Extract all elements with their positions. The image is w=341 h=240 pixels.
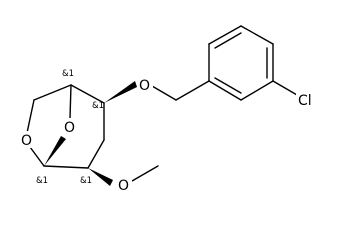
atom-o-bridge: O: [64, 120, 75, 136]
atom-o-ring: O: [21, 133, 32, 149]
bond-aryl-cl: [272, 80, 298, 96]
stereo-wedges: [44, 81, 137, 186]
aromatic-double-bond: [214, 77, 242, 94]
bond-lines: [26, 80, 210, 182]
stereo-label-c1: &1: [36, 176, 48, 186]
wedge-c2-o-methoxy: [88, 168, 113, 186]
atom-cl: Cl: [298, 93, 312, 109]
bond-c2-c1: [43, 165, 89, 169]
bond-ch2-c5: [33, 84, 72, 101]
atom-labels: O O O O Cl: [19, 76, 318, 194]
bond-o-ring-ch2: [26, 99, 35, 134]
stereo-labels: &1 &1 &1 &1: [36, 69, 104, 186]
atom-o-benzyl: O: [139, 78, 150, 94]
wedge-c4-o-benzyl: [104, 81, 137, 103]
bond-c5-c4: [70, 84, 105, 104]
stereo-label-c4: &1: [92, 101, 104, 111]
bond-c3-c2: [87, 139, 105, 169]
bond-o-ring-c1: [29, 146, 45, 167]
wedge-c1-o-bridge: [44, 136, 66, 166]
atom-o-methoxy: O: [118, 178, 129, 194]
benzene-ring: [208, 25, 298, 101]
bond-o-methoxy-ch3: [131, 165, 159, 182]
molecule-structure: O O O O Cl &1 &1 &1 &1: [19, 25, 318, 194]
stereo-label-c5: &1: [62, 69, 74, 79]
bond-o-benzyl-ch2: [151, 85, 177, 101]
bond-c5-o-bridge: [69, 84, 72, 119]
aromatic-double-bond: [214, 32, 242, 49]
stereo-label-c2: &1: [80, 176, 92, 186]
bond-ch2-aryl: [175, 80, 210, 101]
